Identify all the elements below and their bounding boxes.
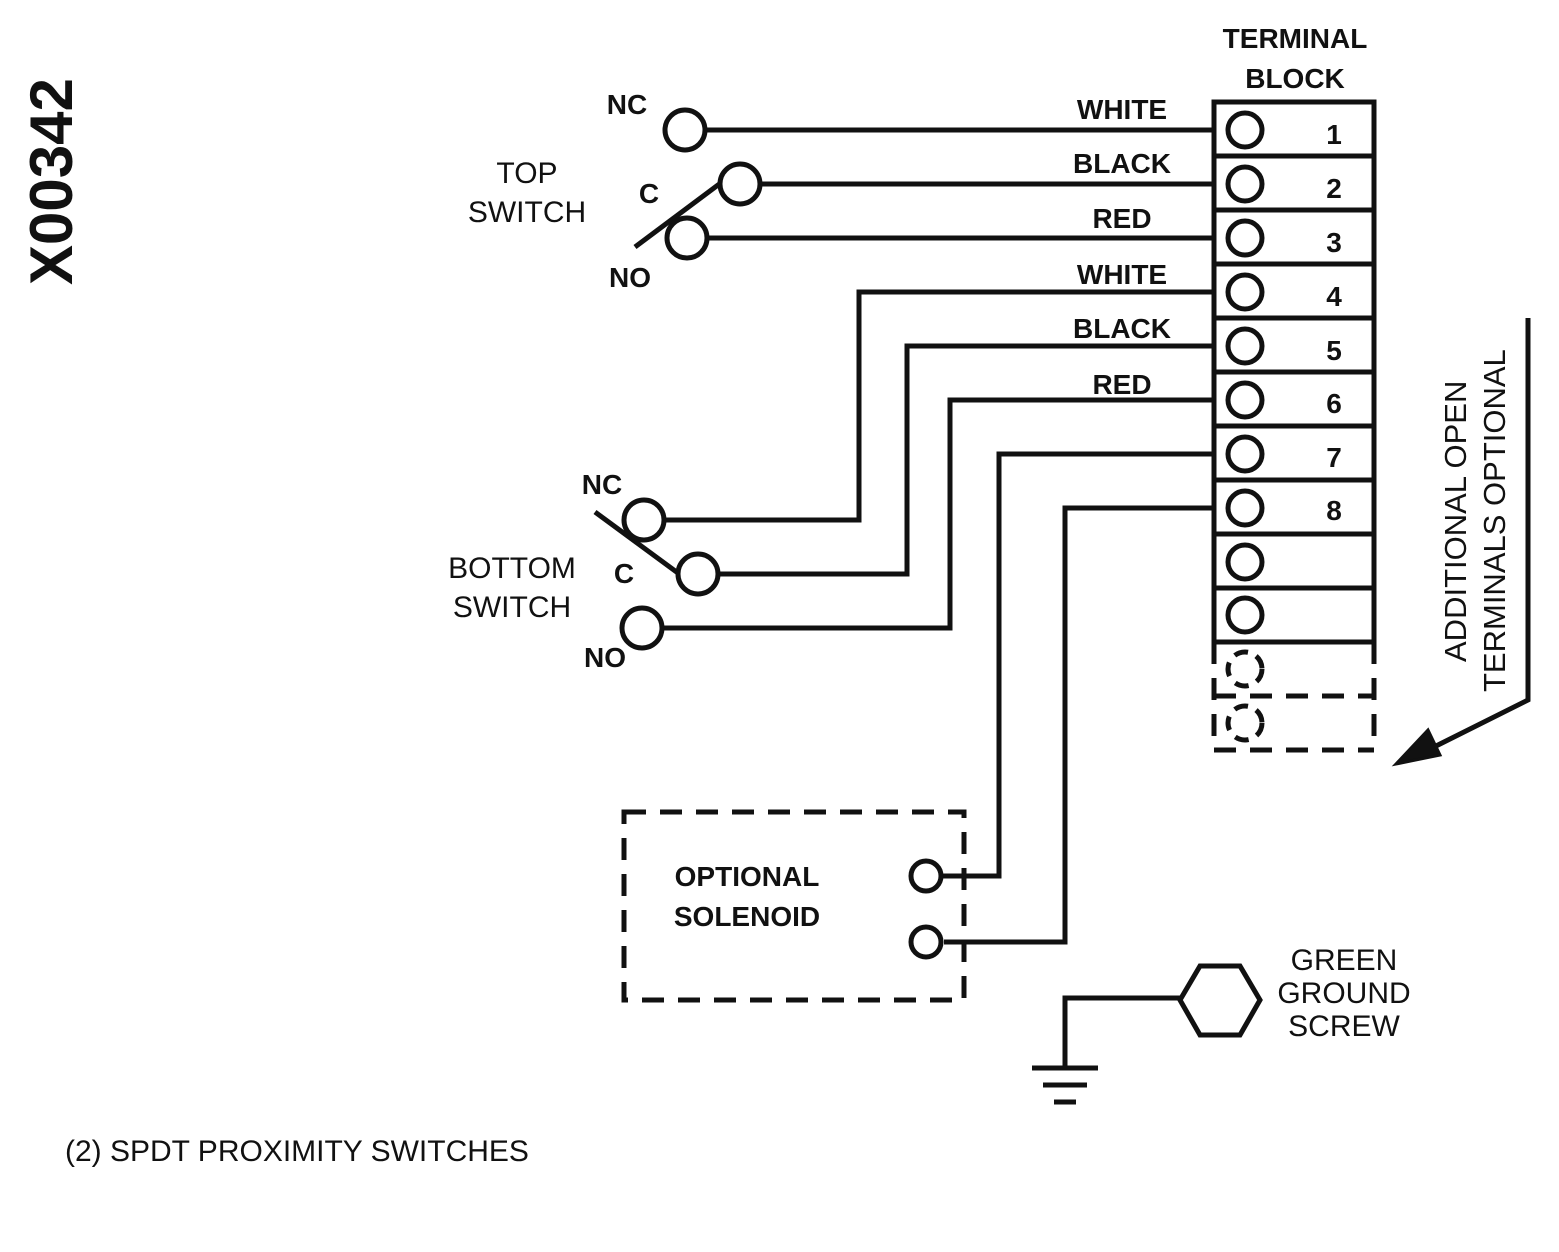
bottom-switch bbox=[593, 289, 1214, 651]
additional-terminals-arrow bbox=[1391, 318, 1531, 767]
top-switch bbox=[633, 107, 1214, 261]
terminal-number-1: 1 bbox=[1326, 119, 1342, 150]
solenoid-wires bbox=[942, 451, 1214, 945]
terminal-screw-1 bbox=[1225, 110, 1265, 150]
terminal-screw-6 bbox=[1225, 380, 1265, 420]
additional-label-line2: TERMINALS OPTIONAL bbox=[1477, 349, 1512, 692]
solenoid-box bbox=[621, 809, 967, 1003]
top-switch-label-line1: TOP bbox=[496, 157, 557, 190]
terminal-screw-10 bbox=[1225, 595, 1265, 635]
terminal-screw-optional-2 bbox=[1225, 703, 1265, 743]
wire-label-5: BLACK bbox=[1073, 313, 1171, 344]
bottom-switch-label-line2: SWITCH bbox=[453, 591, 571, 624]
ground-screw-hex-icon bbox=[1177, 963, 1263, 1038]
additional-label-line1: ADDITIONAL OPEN bbox=[1438, 381, 1473, 662]
solenoid-label-line2: SOLENOID bbox=[674, 901, 820, 932]
terminal-number-5: 5 bbox=[1326, 335, 1342, 366]
top-switch-no-contact bbox=[664, 215, 710, 261]
terminal-number-4: 4 bbox=[1326, 281, 1342, 312]
bottom-switch-nc-label: NC bbox=[582, 469, 622, 500]
terminal-number-7: 7 bbox=[1326, 442, 1342, 473]
bottom-switch-label-line1: BOTTOM bbox=[448, 552, 576, 585]
top-switch-label-line2: SWITCH bbox=[468, 196, 586, 229]
solenoid-label-line1: OPTIONAL bbox=[675, 861, 820, 892]
bottom-switch-nc-contact bbox=[621, 497, 667, 543]
ground-label-line1: GREEN bbox=[1291, 944, 1398, 977]
bottom-switch-c-label: C bbox=[614, 558, 634, 589]
bottom-switch-no-label: NO bbox=[584, 642, 626, 673]
bottom-switch-no-contact bbox=[619, 605, 665, 651]
wire-label-4: WHITE bbox=[1077, 259, 1167, 290]
solenoid-terminal-2 bbox=[908, 924, 944, 960]
terminal-screw-5 bbox=[1225, 326, 1265, 366]
top-switch-no-label: NO bbox=[609, 262, 651, 293]
terminal-number-2: 2 bbox=[1326, 173, 1342, 204]
terminal-screw-9 bbox=[1225, 542, 1265, 582]
wire-label-1: WHITE bbox=[1077, 94, 1167, 125]
terminal-number-3: 3 bbox=[1326, 227, 1342, 258]
terminal-screw-8 bbox=[1225, 488, 1265, 528]
terminal-block-title-line2: BLOCK bbox=[1245, 63, 1345, 94]
wire-label-6: RED bbox=[1092, 369, 1151, 400]
top-switch-c-label: C bbox=[639, 178, 659, 209]
top-switch-nc-label: NC bbox=[607, 89, 647, 120]
footnote: (2) SPDT PROXIMITY SWITCHES bbox=[65, 1135, 529, 1168]
drawing-code: X00342 bbox=[18, 78, 85, 285]
top-switch-nc-contact bbox=[662, 107, 708, 153]
terminal-screw-3 bbox=[1225, 218, 1265, 258]
solenoid-terminal-1 bbox=[908, 858, 944, 894]
wire-label-3: RED bbox=[1092, 203, 1151, 234]
ground-label-line3: SCREW bbox=[1288, 1010, 1400, 1043]
terminal-screw-7 bbox=[1225, 434, 1265, 474]
terminal-block-title-line1: TERMINAL bbox=[1223, 23, 1368, 54]
terminal-screw-4 bbox=[1225, 272, 1265, 312]
top-switch-c-contact bbox=[717, 161, 763, 207]
terminal-block bbox=[1211, 99, 1377, 753]
ground-wiring bbox=[1032, 995, 1180, 1105]
bottom-switch-c-contact bbox=[675, 551, 721, 597]
wire-label-2: BLACK bbox=[1073, 148, 1171, 179]
terminal-number-8: 8 bbox=[1326, 495, 1342, 526]
terminal-screw-optional-1 bbox=[1225, 649, 1265, 689]
ground-label-line2: GROUND bbox=[1277, 977, 1410, 1010]
terminal-number-6: 6 bbox=[1326, 388, 1342, 419]
terminal-screw-2 bbox=[1225, 164, 1265, 204]
